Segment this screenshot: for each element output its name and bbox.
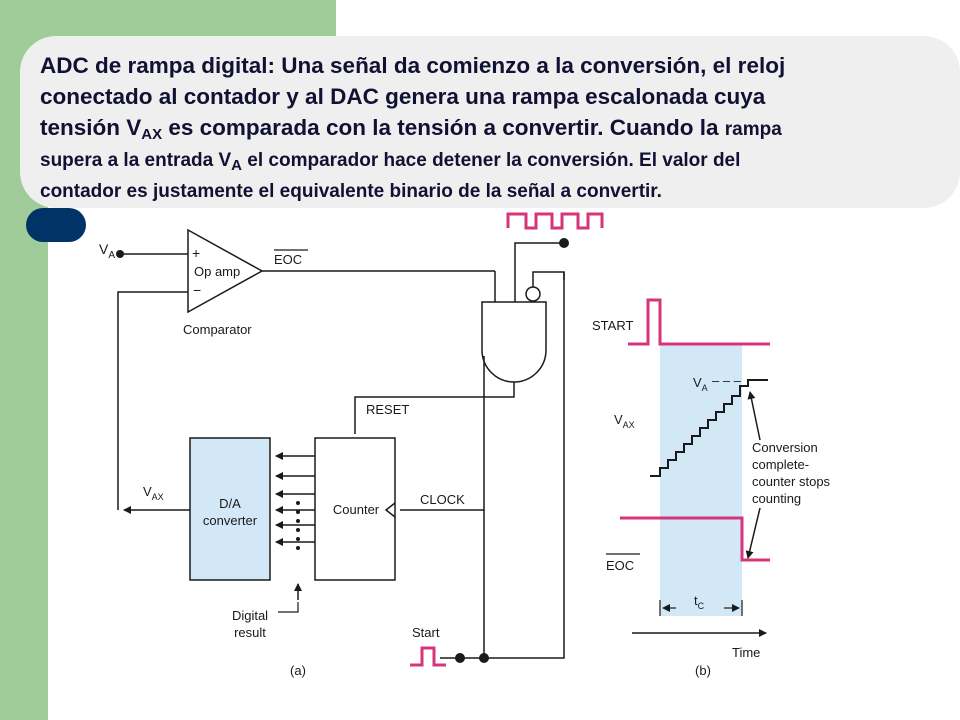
conversion-complete-arrow <box>747 391 761 441</box>
eoc-drop-arrow <box>745 507 761 559</box>
vax-staircase-trace <box>650 379 768 477</box>
caption-line-3-sub: AX <box>141 126 163 143</box>
eoc-signal-trace <box>620 516 770 562</box>
caption-box: ADC de rampa digital: Una señal da comie… <box>20 36 960 208</box>
caption-line-4-a: supera a la entrada V <box>40 150 232 171</box>
eoc-label: EOC <box>274 252 302 267</box>
annotation-line-2: complete- <box>752 457 809 472</box>
op-amp-label: Op amp <box>194 264 240 279</box>
caption-line-3-a: tensión V <box>40 115 142 140</box>
start-pulse <box>410 646 446 667</box>
digital-result-line1: Digital <box>232 608 268 623</box>
circuit-panel: VA + − Op amp Comparator EOC RESET CLOCK… <box>99 212 604 678</box>
va-level-label: VA <box>693 375 708 393</box>
start-signal-label: START <box>592 318 633 333</box>
va-level-dashes: – – – <box>712 373 742 388</box>
op-amp-symbol <box>187 228 264 314</box>
conversion-window <box>660 344 742 616</box>
caption-line-3-b: es comparada con la tensión a convertir.… <box>162 115 725 140</box>
circuit-wires <box>117 242 565 659</box>
bus-dots <box>296 501 300 550</box>
top-sidebar-band <box>0 0 336 40</box>
panel-a-label: (a) <box>290 663 306 678</box>
slide-bullet <box>26 208 86 242</box>
counter-bus-arrows <box>275 452 315 600</box>
eoc-signal-label: EOC <box>606 558 634 573</box>
counter-label: Counter <box>333 502 380 517</box>
comparator-label: Comparator <box>183 322 252 337</box>
caption-line-4-b: el comparador hace detener la conversión… <box>242 150 741 171</box>
caption-line-2: conectado al contador y al DAC genera un… <box>40 84 766 109</box>
reset-label: RESET <box>366 402 409 417</box>
minus-sign: − <box>193 282 201 298</box>
caption-line-4: supera a la entrada VA el comparador hac… <box>40 145 938 176</box>
clock-label: CLOCK <box>420 492 465 507</box>
caption-line-1: ADC de rampa digital: Una señal da comie… <box>40 53 786 78</box>
and-gate-symbol <box>481 301 547 383</box>
annotation-line-3: counter stops <box>752 474 831 489</box>
vax-label: VAX <box>143 484 164 502</box>
caption-line-4-sub: A <box>231 157 242 174</box>
dac-label-line2: converter <box>203 513 258 528</box>
dac-block <box>189 437 271 581</box>
caption-line-3-c: rampa <box>724 119 782 140</box>
clock-waveform <box>506 212 604 230</box>
annotation-line-4: counting <box>752 491 801 506</box>
plus-sign: + <box>192 245 200 261</box>
caption-line-5: contador es justamente el equivalente bi… <box>40 181 662 202</box>
counter-block <box>314 437 396 581</box>
caption-line-3: tensión VAX es comparada con la tensión … <box>40 112 938 145</box>
junction-dots <box>116 238 569 663</box>
dac-label-line1: D/A <box>219 496 241 511</box>
va-input-label: VA <box>99 241 115 261</box>
vax-axis-label: VAX <box>614 412 635 430</box>
timing-panel: START VA – – – VAX EOC Conversion comple… <box>592 298 831 678</box>
panel-b-label: (b) <box>695 663 711 678</box>
and-gate-inverter-bubble <box>525 286 541 302</box>
digital-result-leader <box>278 602 299 613</box>
start-input-label: Start <box>412 625 440 640</box>
digital-result-line2: result <box>234 625 266 640</box>
clock-input-triangle <box>384 502 396 518</box>
time-axis-label: Time <box>732 645 760 660</box>
tc-label: tC <box>694 593 705 611</box>
start-signal-trace <box>628 298 770 346</box>
annotation-line-1: Conversion <box>752 440 818 455</box>
